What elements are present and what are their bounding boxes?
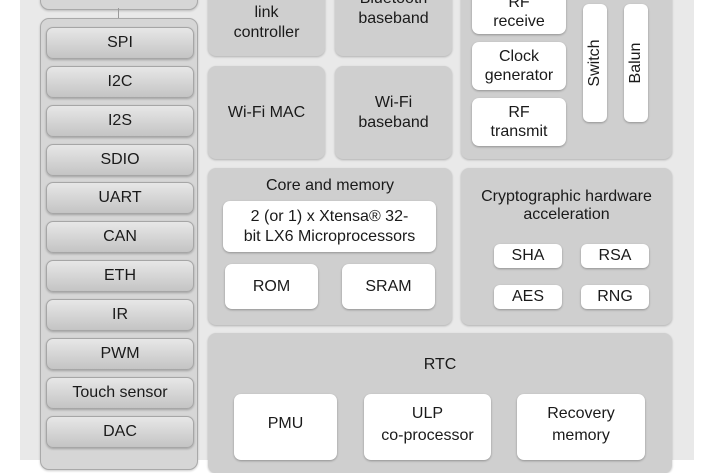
top-peripheral-bezel [40, 0, 198, 10]
peripheral-item: IR [46, 299, 194, 331]
bluetooth-baseband-label: Bluetooth baseband [358, 0, 429, 27]
sha-box: SHA [494, 244, 562, 268]
switch-box: Switch [583, 4, 607, 122]
rng-label: RNG [597, 288, 633, 305]
crypto-title: Cryptographic hardware acceleration [481, 188, 652, 223]
rom-box: ROM [225, 264, 318, 309]
wifi-baseband: Wi-Fi baseband [335, 66, 452, 159]
rsa-box: RSA [581, 244, 649, 268]
wifi-mac: Wi-Fi MAC [208, 66, 325, 159]
balun-label: Balun [627, 42, 644, 84]
rf-receive-box: RF receive [472, 0, 566, 34]
sram-box: SRAM [342, 264, 435, 309]
peripheral-item: SDIO [46, 144, 194, 176]
clock-generator-label: Clock generator [484, 47, 554, 84]
rf-receive-label: RF receive [493, 0, 545, 30]
wifi-mac-label: Wi-Fi MAC [227, 103, 306, 121]
peripheral-item: I2S [46, 105, 194, 137]
peripheral-item: ETH [46, 260, 194, 292]
pmu-label: PMU [267, 415, 304, 432]
rsa-label: RSA [598, 247, 632, 264]
recovery-memory-box: Recovery memory [517, 394, 645, 460]
ulp-box: ULP co-processor [364, 394, 491, 460]
aes-box: AES [494, 285, 562, 309]
rtc-title: RTC [423, 356, 457, 374]
balun-box: Balun [624, 4, 648, 122]
ulp-label: ULP co-processor [381, 405, 474, 444]
switch-label: Switch [586, 39, 603, 87]
rf-transmit-label: RF transmit [490, 103, 548, 140]
wifi-baseband-label: Wi-Fi baseband [358, 93, 429, 131]
processor-label: 2 (or 1) x Xtensa® 32- bit LX6 Microproc… [243, 208, 416, 245]
processor-box: 2 (or 1) x Xtensa® 32- bit LX6 Microproc… [223, 201, 436, 252]
core-memory-title: Core and memory [265, 177, 395, 195]
rf-transmit-box: RF transmit [472, 98, 566, 146]
peripheral-item: I2C [46, 66, 194, 98]
peripheral-item: Touch sensor [46, 377, 194, 409]
peripheral-item: UART [46, 182, 194, 214]
rng-box: RNG [581, 285, 649, 309]
bluetooth-baseband: Bluetooth baseband [335, 0, 452, 56]
bluetooth-link-controller: link controller [208, 0, 325, 56]
peripheral-item: SPI [46, 27, 194, 59]
pmu-box: PMU [234, 394, 337, 460]
sha-label: SHA [511, 247, 545, 264]
peripheral-item: CAN [46, 221, 194, 253]
bluetooth-link-controller-label: link controller [233, 4, 300, 41]
recovery-memory-label: Recovery memory [547, 405, 615, 444]
peripheral-item: PWM [46, 338, 194, 370]
sram-label: SRAM [365, 277, 412, 295]
aes-label: AES [511, 288, 544, 305]
clock-generator-box: Clock generator [472, 42, 566, 90]
rom-label: ROM [252, 277, 291, 295]
peripheral-item: DAC [46, 416, 194, 448]
